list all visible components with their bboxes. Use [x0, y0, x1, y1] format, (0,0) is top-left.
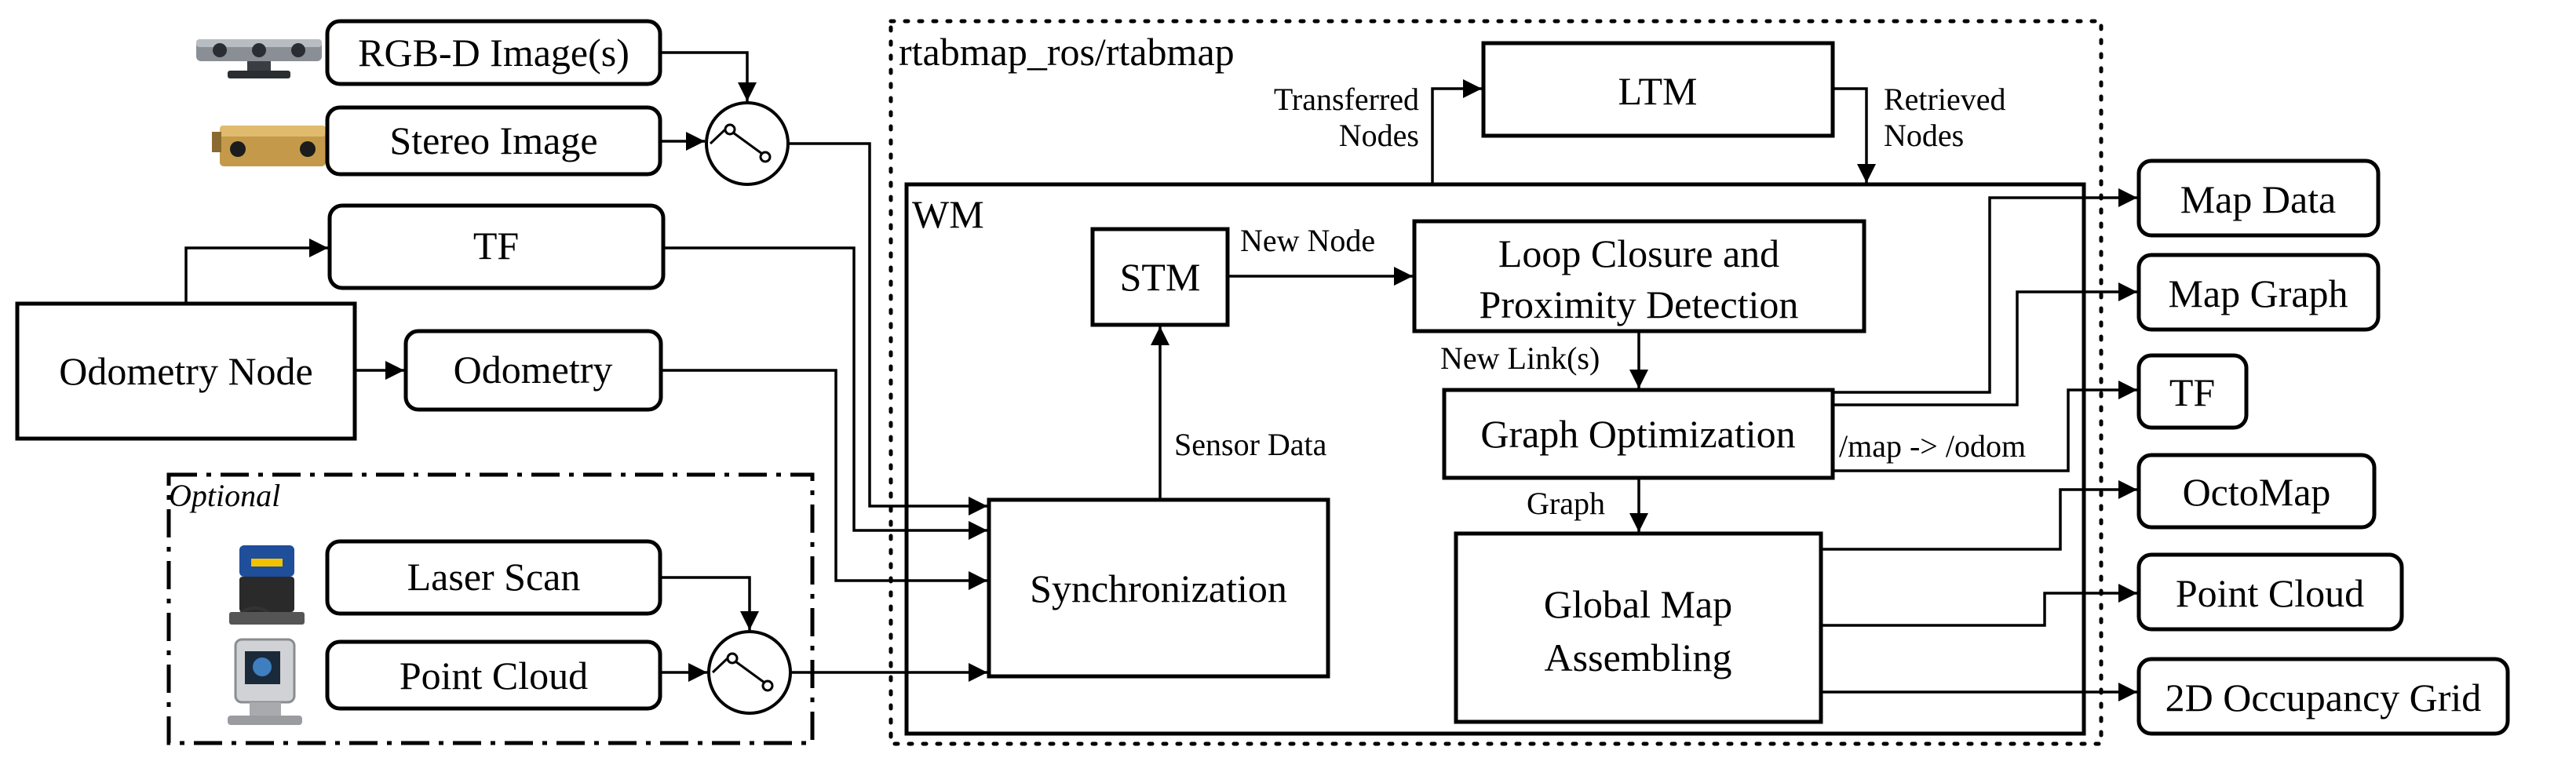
connectors [184, 51, 2137, 701]
loop-closure-label-line2: Proximity Detection [1480, 282, 1799, 326]
transferred-nodes-label-line2: Nodes [1339, 118, 1419, 153]
synchronization-label: Synchronization [1030, 566, 1287, 610]
connector-odomnode-tf [184, 239, 328, 304]
stm-label: STM [1120, 255, 1201, 299]
global-map-assembling-box: Global Map Assembling [1454, 531, 1823, 724]
graph-label: Graph [1527, 486, 1605, 521]
odometry-input-label: Odometry [454, 348, 613, 392]
occupancy-grid-label: 2D Occupancy Grid [2166, 676, 2482, 719]
connector-globalmap-octomap [1821, 480, 2137, 551]
connector-tf-sync [663, 246, 987, 540]
rtabmap-node-container [888, 19, 2103, 746]
connector-graphopt-tf [1833, 381, 2137, 472]
stm-box: STM [1090, 227, 1230, 327]
global-map-label-line2: Assembling [1545, 636, 1732, 679]
connector-switch-sync [788, 142, 987, 515]
global-map-label-line1: Global Map [1544, 582, 1732, 626]
connector-graphopt-mapdata [1833, 188, 2137, 394]
map-graph-output: Map Graph [2136, 253, 2381, 332]
sensor-data-label: Sensor Data [1174, 427, 1327, 462]
connector-wm-ltm [1431, 79, 1482, 184]
point-cloud-input-label: Point Cloud [400, 654, 588, 698]
rgbd-image-label: RGB-D Image(s) [358, 31, 629, 75]
new-links-label: New Link(s) [1440, 341, 1600, 376]
laser-scan-label: Laser Scan [407, 555, 581, 599]
new-node-label: New Node [1240, 223, 1375, 258]
connector-rgbd-switch [660, 51, 757, 101]
octomap-label: OctoMap [2183, 470, 2331, 514]
laser-scan-input: Laser Scan [325, 539, 662, 616]
odometry-node-label: Odometry Node [59, 349, 313, 393]
3d-scanner-icon [228, 638, 302, 725]
optional-inputs-container [166, 472, 815, 745]
loop-closure-box: Loop Closure and Proximity Detection [1412, 219, 1866, 333]
connector-odometry-sync [661, 369, 987, 590]
point-cloud-input: Point Cloud [325, 639, 662, 711]
connector-laser-switch [660, 576, 759, 630]
rgbd-image-input: RGB-D Image(s) [325, 19, 662, 86]
octomap-output: OctoMap [2136, 453, 2377, 530]
tf-output-label: TF [2169, 370, 2215, 414]
wm-label: WM [912, 192, 984, 236]
switch-icon [707, 630, 792, 715]
rtabmap-node-label: rtabmap_ros/rtabmap [899, 30, 1235, 74]
stereo-image-input: Stereo Image [325, 105, 662, 177]
map-data-label: Map Data [2180, 177, 2337, 221]
optional-label: Optional [169, 478, 280, 513]
retrieved-nodes-label-line2: Nodes [1884, 118, 1964, 153]
connector-globalmap-pointcloud [1821, 584, 2137, 627]
synchronization-box: Synchronization [987, 497, 1330, 679]
tf-input-label: TF [473, 224, 519, 268]
stereo-image-label: Stereo Image [389, 118, 597, 162]
point-cloud-output: Point Cloud [2136, 552, 2404, 632]
odometry-node: Odometry Node [15, 301, 357, 441]
tf-output: TF [2136, 353, 2249, 430]
map-graph-label: Map Graph [2168, 271, 2348, 315]
stereo-camera-icon [212, 126, 326, 166]
tf-input: TF [327, 203, 666, 290]
odometry-input: Odometry [403, 329, 663, 412]
retrieved-nodes-label-line1: Retrieved [1884, 82, 2006, 117]
ltm-box: LTM [1481, 41, 1835, 138]
graph-optimization-label: Graph Optimization [1480, 412, 1795, 456]
loop-closure-label-line1: Loop Closure and [1498, 231, 1779, 275]
map-data-output: Map Data [2136, 158, 2381, 238]
point-cloud-output-label: Point Cloud [2176, 571, 2364, 615]
rgbd-camera-icon [196, 39, 322, 78]
switch-icon [705, 101, 790, 186]
map-odom-label: /map -> /odom [1839, 428, 2026, 464]
graph-optimization-box: Graph Optimization [1442, 388, 1835, 480]
connector-graphopt-mapgraph [1833, 282, 2137, 406]
connector-ltm-wm [1833, 87, 1876, 183]
occupancy-grid-output: 2D Occupancy Grid [2136, 657, 2510, 736]
transferred-nodes-label-line1: Transferred [1274, 82, 1419, 117]
lidar-sensor-icon [229, 545, 305, 625]
ltm-label: LTM [1618, 69, 1698, 113]
